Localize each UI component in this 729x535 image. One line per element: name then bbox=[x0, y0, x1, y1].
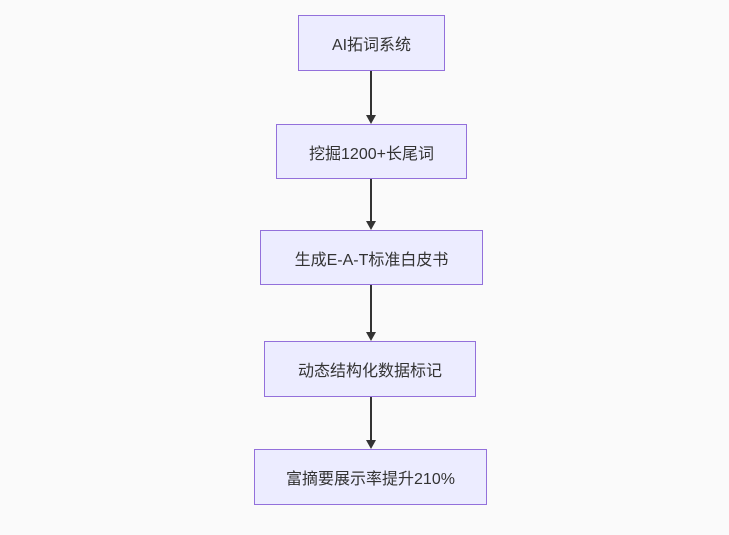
node-label: 动态结构化数据标记 bbox=[297, 363, 442, 380]
node-structured-data-markup: 动态结构化数据标记 bbox=[264, 341, 476, 397]
arrow-down-icon bbox=[366, 440, 376, 449]
arrow-down-icon bbox=[366, 332, 376, 341]
edge-line bbox=[370, 397, 372, 441]
arrow-down-icon bbox=[366, 221, 376, 230]
node-label: 生成E-A-T标准白皮书 bbox=[294, 251, 449, 269]
node-label: 挖掘1200+长尾词 bbox=[309, 145, 434, 163]
node-label: AI拓词系统 bbox=[331, 37, 412, 54]
edge-line bbox=[370, 285, 372, 333]
arrow-down-icon bbox=[366, 115, 376, 124]
node-longtail-mining: 挖掘1200+长尾词 bbox=[276, 124, 467, 179]
edge-line bbox=[370, 71, 372, 116]
node-eat-whitepaper: 生成E-A-T标准白皮书 bbox=[260, 230, 483, 285]
node-ai-expansion-system: AI拓词系统 bbox=[298, 15, 445, 71]
node-rich-snippet-rate: 富摘要展示率提升210% bbox=[254, 449, 487, 505]
edge-line bbox=[370, 179, 372, 222]
node-label: 富摘要展示率提升210% bbox=[286, 471, 455, 488]
